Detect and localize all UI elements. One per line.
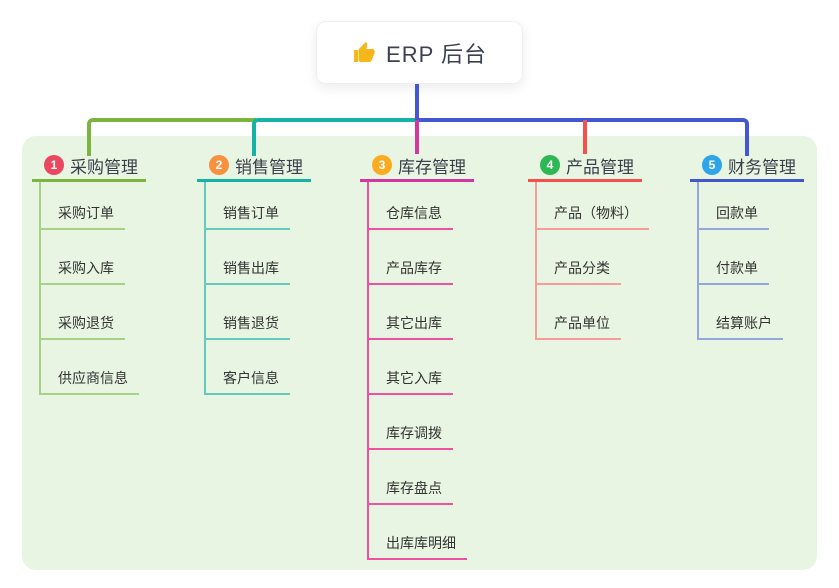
branch-number-badge: 5 <box>702 155 722 175</box>
branch-topic[interactable]: 1 采购管理 <box>32 151 146 182</box>
branch-topic[interactable]: 3 库存管理 <box>360 151 474 182</box>
branch-topic[interactable]: 4 产品管理 <box>528 151 642 182</box>
child-node[interactable]: 产品单位 <box>535 313 621 340</box>
child-node[interactable]: 采购退货 <box>39 313 125 340</box>
branch-spine-line <box>367 182 369 560</box>
child-node[interactable]: 销售订单 <box>204 203 290 230</box>
child-node[interactable]: 产品分类 <box>535 258 621 285</box>
branch-number-badge: 2 <box>209 155 229 175</box>
child-node[interactable]: 采购入库 <box>39 258 125 285</box>
branch-topic-label: 库存管理 <box>398 157 466 177</box>
branch-spine-line <box>697 182 699 340</box>
branch-topic[interactable]: 5 财务管理 <box>690 151 804 182</box>
child-node[interactable]: 产品（物料） <box>535 203 649 230</box>
branch-spine-line <box>535 182 537 340</box>
root-label: ERP 后台 <box>386 41 487 67</box>
mindmap-panel <box>22 136 817 570</box>
connector-branch-5 <box>415 118 749 156</box>
branch-spine-line <box>204 182 206 395</box>
child-node[interactable]: 库存盘点 <box>367 478 453 505</box>
branch-spine-line <box>39 182 41 395</box>
thumbs-up-icon <box>354 41 375 62</box>
connector-branch-4 <box>583 120 587 154</box>
branch-topic-label: 财务管理 <box>728 157 796 177</box>
branch-topic-label: 销售管理 <box>235 157 303 177</box>
child-node[interactable]: 产品库存 <box>367 258 453 285</box>
child-node[interactable]: 销售出库 <box>204 258 290 285</box>
branch-topic[interactable]: 2 销售管理 <box>197 151 311 182</box>
connector-branch-2 <box>252 118 419 156</box>
child-node[interactable]: 结算账户 <box>697 313 783 340</box>
child-node[interactable]: 客户信息 <box>204 368 290 395</box>
child-node[interactable]: 仓库信息 <box>367 203 453 230</box>
connector-root-line <box>415 84 419 120</box>
child-node[interactable]: 采购订单 <box>39 203 125 230</box>
branch-number-badge: 4 <box>540 155 560 175</box>
root-node[interactable]: ERP 后台 <box>316 21 523 84</box>
child-node[interactable]: 回款单 <box>697 203 769 230</box>
branch-number-badge: 1 <box>44 155 64 175</box>
connector-branch-3 <box>415 120 419 154</box>
child-node[interactable]: 供应商信息 <box>39 368 139 395</box>
branch-topic-label: 采购管理 <box>70 157 138 177</box>
child-node[interactable]: 其它出库 <box>367 313 453 340</box>
child-node[interactable]: 其它入库 <box>367 368 453 395</box>
child-node[interactable]: 库存调拨 <box>367 423 453 450</box>
connector-branch-1 <box>87 118 256 156</box>
child-node[interactable]: 销售退货 <box>204 313 290 340</box>
branch-number-badge: 3 <box>372 155 392 175</box>
child-node[interactable]: 出库库明细 <box>367 533 467 560</box>
branch-topic-label: 产品管理 <box>566 157 634 177</box>
child-node[interactable]: 付款单 <box>697 258 769 285</box>
